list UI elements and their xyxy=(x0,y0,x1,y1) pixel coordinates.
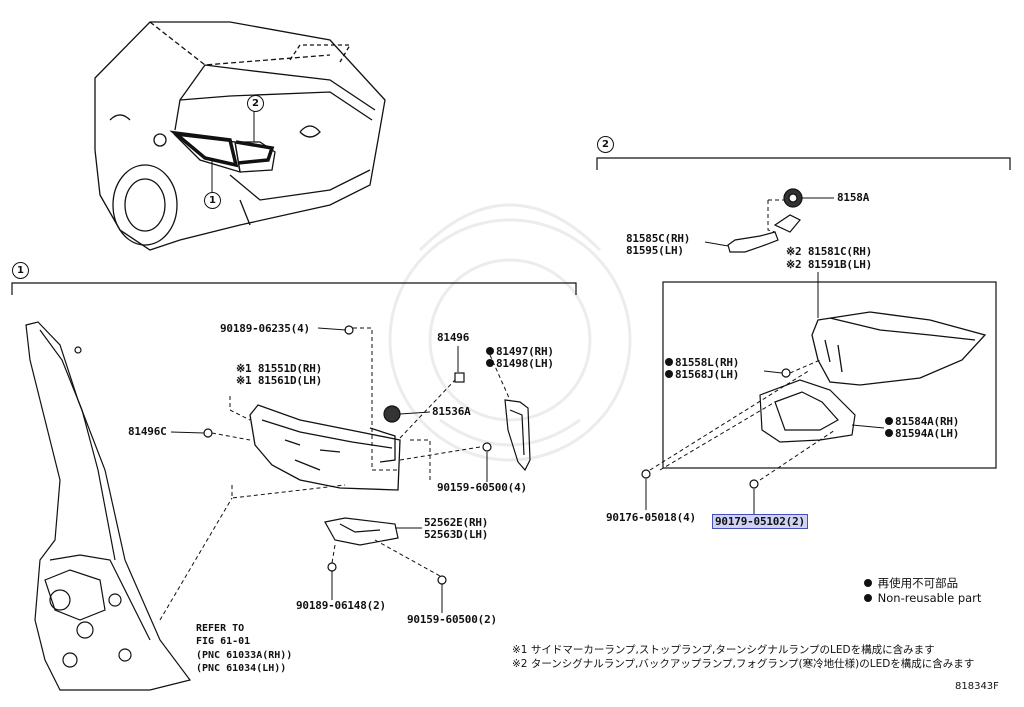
part-label-81594a[interactable]: 81594A(LH) xyxy=(885,428,959,440)
part-label-90176-05018[interactable]: 90176-05018(4) xyxy=(606,511,696,524)
gasket-81584a-art xyxy=(759,379,856,443)
callout-car-1: 1 xyxy=(204,192,221,209)
part-label-81558l[interactable]: 81558L(RH) xyxy=(665,357,739,369)
callout-section-2: 2 xyxy=(597,136,614,153)
lamp-81581c-art xyxy=(811,311,987,386)
reference-line-4: (PNC 61034(LH)) xyxy=(196,663,287,674)
section-brackets xyxy=(11,157,1011,469)
part-number-81584a: 81584A(RH) xyxy=(895,415,960,428)
part-label-81585c[interactable]: 81585C(RH) xyxy=(626,232,691,245)
part-label-90179-05102-selected[interactable]: 90179-05102(2) xyxy=(712,514,808,529)
non-reusable-marker xyxy=(885,417,893,425)
part-label-8158a[interactable]: 8158A xyxy=(837,191,870,204)
legend-jp-text: 再使用不可部品 xyxy=(877,576,959,590)
reference-link-fig[interactable]: FIG 61-01 xyxy=(196,636,251,647)
wire-81585c-art xyxy=(727,214,801,253)
callout-section-1: 1 xyxy=(12,262,29,279)
reference-line-1: REFER TO xyxy=(196,623,245,634)
non-reusable-marker xyxy=(885,429,893,437)
bracket-81497-art xyxy=(504,399,531,472)
legend-dot xyxy=(864,594,872,602)
non-reusable-marker xyxy=(486,359,494,367)
part-label-81551d[interactable]: ※1 81551D(RH) xyxy=(236,362,323,375)
vehicle-rear-illustration xyxy=(94,21,386,251)
watermark-emblem xyxy=(388,203,632,462)
reference-line-3: (PNC 61033A(RH)) xyxy=(196,650,293,661)
non-reusable-marker xyxy=(486,347,494,355)
socket-8158a-art xyxy=(783,188,803,208)
footnote-2: ※2 ターンシグナルランプ,バックアップランプ,フォグランプ(寒冷地仕様)のLE… xyxy=(512,658,975,670)
selected-part-highlight: 90179-05102(2) xyxy=(712,514,808,529)
part-number-81558l: 81558L(RH) xyxy=(675,356,740,369)
part-label-52562e[interactable]: 52562E(RH) xyxy=(424,516,489,529)
tail-lamp-outer-art xyxy=(249,404,401,491)
non-reusable-marker xyxy=(665,358,673,366)
part-label-90189-06235[interactable]: 90189-06235(4) xyxy=(220,322,310,335)
part-label-52563d[interactable]: 52563D(LH) xyxy=(424,528,489,541)
part-label-81581c[interactable]: ※2 81581C(RH) xyxy=(786,245,873,258)
part-label-90189-06148[interactable]: 90189-06148(2) xyxy=(296,599,386,612)
part-number-81594a: 81594A(LH) xyxy=(895,427,960,440)
part-label-81496c[interactable]: 81496C xyxy=(128,425,167,438)
figure-id: 818343F xyxy=(955,681,999,692)
part-number-81568j: 81568J(LH) xyxy=(675,368,740,381)
part-label-81584a[interactable]: 81584A(RH) xyxy=(885,416,959,428)
part-number-81497: 81497(RH) xyxy=(496,345,554,358)
part-label-81536a[interactable]: 81536A xyxy=(432,405,471,418)
quarter-panel-art xyxy=(25,321,192,691)
part-label-81595[interactable]: 81595(LH) xyxy=(626,244,684,257)
lamp-highlight xyxy=(169,130,275,168)
legend-jp: 再使用不可部品 xyxy=(864,576,958,591)
legend-en: Non-reusable part xyxy=(864,591,981,606)
non-reusable-marker xyxy=(665,370,673,378)
part-label-90159-60500-2[interactable]: 90159-60500(2) xyxy=(407,613,497,626)
part-label-81496[interactable]: 81496 xyxy=(437,331,470,344)
part-number-81498: 81498(LH) xyxy=(496,357,554,370)
part-label-81561d[interactable]: ※1 81561D(LH) xyxy=(236,374,323,387)
part-label-81591b[interactable]: ※2 81591B(LH) xyxy=(786,258,873,271)
legend-dot xyxy=(864,579,872,587)
part-label-81568j[interactable]: 81568J(LH) xyxy=(665,369,739,381)
callout-car-2: 2 xyxy=(247,95,264,112)
part-label-81498[interactable]: 81498(LH) xyxy=(486,358,554,370)
bracket-52562e-art xyxy=(324,517,399,546)
part-label-90159-60500-4[interactable]: 90159-60500(4) xyxy=(437,481,527,494)
part-label-81497[interactable]: 81497(RH) xyxy=(486,346,554,358)
fasteners-section2 xyxy=(641,368,791,489)
legend-en-text: Non-reusable part xyxy=(877,591,982,605)
footnote-1: ※1 サイドマーカーランプ,ストップランプ,ターンシグナルランプのLEDを構成に… xyxy=(512,644,935,656)
